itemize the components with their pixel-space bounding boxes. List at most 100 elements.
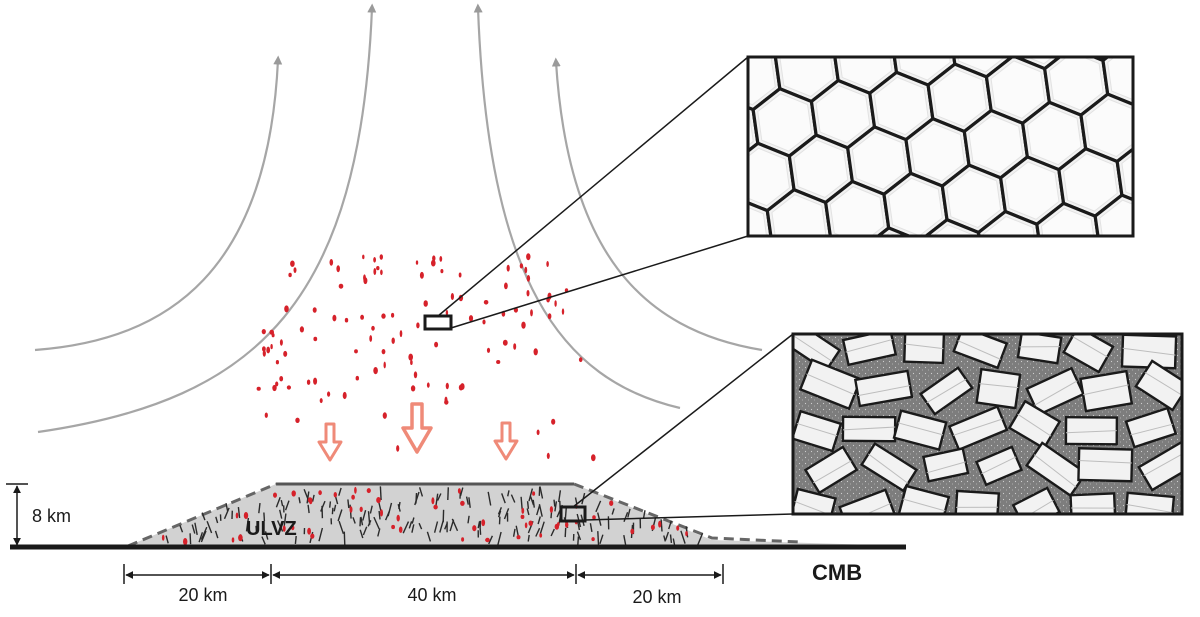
fractured-grain	[1079, 369, 1134, 413]
grain-streak	[507, 490, 510, 497]
melt-drop	[439, 256, 443, 262]
grain-streak	[378, 501, 382, 512]
melt-drop	[549, 506, 554, 513]
cmb-label: CMB	[812, 560, 862, 585]
melt-drop	[432, 255, 436, 262]
melt-drop	[279, 376, 284, 382]
grain-streak	[200, 530, 207, 543]
grain-streak	[359, 529, 364, 539]
hex-grain	[1028, 0, 1096, 18]
melt-drop	[533, 348, 538, 356]
hex-grain	[743, 240, 811, 316]
grain-streak	[194, 522, 198, 536]
melt-drop	[440, 269, 444, 274]
grain-streak	[283, 513, 287, 528]
grain-streak	[436, 493, 442, 501]
melt-drop	[379, 254, 383, 260]
hex-grain	[656, 46, 724, 122]
grain-streak	[497, 510, 502, 518]
fractured-grain	[1062, 334, 1115, 374]
hex-grain	[1057, 146, 1124, 218]
melt-drop	[355, 375, 359, 381]
grain-streak	[359, 517, 362, 527]
grain-streak	[331, 507, 334, 515]
ulvz-label: ULVZ	[246, 518, 297, 540]
grain-streak	[306, 491, 310, 504]
hex-grain	[954, 262, 1022, 338]
grain-streak	[414, 491, 420, 506]
leader-line	[437, 56, 749, 317]
fractured-grain	[1064, 416, 1119, 446]
grain-streak	[589, 523, 593, 533]
hex-grain	[998, 155, 1066, 227]
grain-streak	[261, 536, 266, 545]
melt-drop	[592, 515, 596, 520]
grain-streak	[318, 527, 324, 542]
height-label: 8 km	[32, 506, 71, 526]
melt-drop	[419, 271, 424, 279]
grain-streak	[433, 521, 439, 533]
grain-streak	[553, 499, 556, 507]
grain-streak	[550, 528, 555, 537]
width-dimensions: 20 km 40 km 20 km	[123, 564, 724, 607]
grain-streak	[529, 496, 535, 506]
melt-drop	[461, 537, 465, 542]
melt-drop	[513, 343, 517, 350]
grain-streak	[539, 486, 544, 499]
melt-drop	[408, 353, 414, 361]
grain-streak	[298, 497, 301, 504]
grain-streak	[284, 500, 290, 511]
grain-streak	[311, 494, 315, 502]
grain-streak	[408, 521, 413, 529]
fractured-grain	[947, 405, 1009, 452]
fractured-grain	[1007, 399, 1062, 450]
grain-streak	[352, 517, 356, 524]
melt-drop	[344, 317, 349, 323]
melt-drop	[369, 335, 373, 342]
hex-grain	[670, 147, 738, 223]
melt-drop	[275, 381, 279, 387]
melt-drop	[288, 272, 292, 278]
melt-drop	[609, 500, 614, 507]
melt-drop	[381, 349, 386, 355]
downward-hollow-arrow-icon	[401, 402, 433, 454]
grain-streak	[275, 497, 281, 508]
melt-drop	[483, 300, 489, 305]
fractured-grain	[1120, 334, 1178, 370]
melt-drop	[539, 533, 543, 538]
melt-drop	[526, 253, 531, 261]
melt-drop	[528, 520, 533, 526]
ulvz-grain-streaks	[165, 486, 704, 546]
melt-drop	[630, 528, 635, 535]
hex-grain	[823, 179, 891, 236]
fractured-grain	[793, 409, 843, 453]
melt-drop	[554, 300, 557, 307]
grain-streak	[258, 503, 261, 514]
melt-drop	[338, 283, 344, 289]
melt-drop	[532, 491, 536, 496]
grain-streak	[503, 508, 510, 520]
melt-drop	[396, 514, 400, 522]
downward-hollow-arrow-icon	[317, 422, 343, 462]
grain-streak	[263, 512, 266, 522]
hex-grain	[1042, 57, 1110, 117]
grain-streak	[201, 512, 206, 521]
grain-streak	[664, 531, 670, 541]
grain-streak	[337, 509, 343, 522]
melt-drop	[299, 326, 304, 333]
hex-grain	[801, 234, 869, 236]
grain-streak	[576, 531, 582, 541]
grain-streak	[206, 520, 213, 534]
grain-streak	[264, 531, 269, 540]
ulvz-dashed-boundary-left	[127, 482, 277, 548]
grain-streak	[597, 531, 600, 545]
grain-streak	[537, 516, 541, 525]
grain-streak	[343, 531, 346, 546]
melt-drop	[591, 537, 595, 542]
grain-streak	[564, 507, 567, 521]
melt-drop	[551, 418, 556, 425]
melt-drop	[333, 492, 337, 498]
melt-drop	[272, 384, 277, 392]
fractured-grain	[897, 484, 951, 514]
